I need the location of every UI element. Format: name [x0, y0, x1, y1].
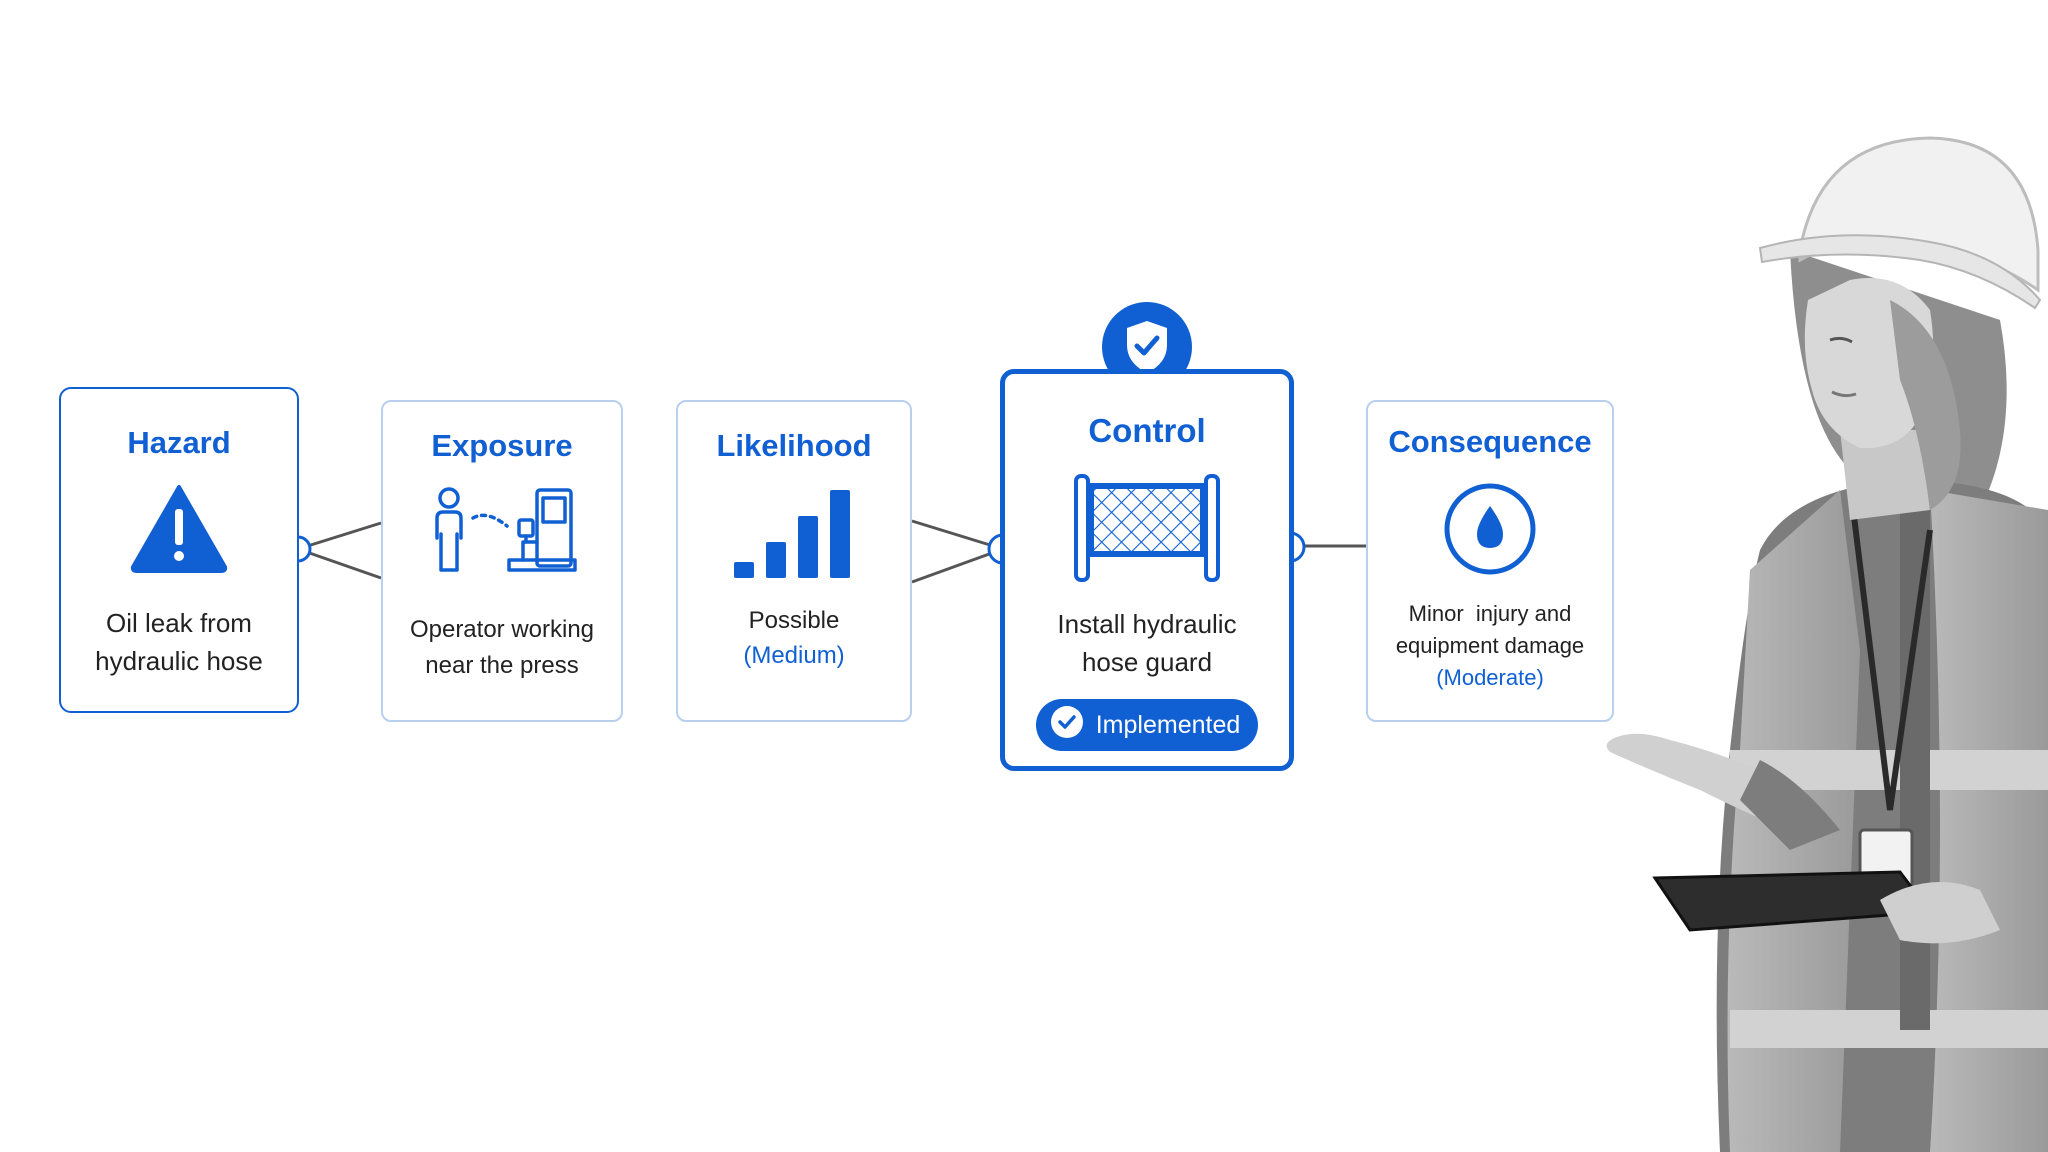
- implemented-status-pill: Implemented: [1035, 699, 1259, 752]
- exposure-text-line2: near the press: [425, 652, 579, 679]
- consequence-title: Consequence: [1388, 424, 1592, 459]
- warning-triangle-icon: [129, 483, 229, 573]
- signal-bars-icon: [732, 488, 856, 580]
- control-text-line1: Install hydraulic: [1057, 609, 1237, 639]
- hazard-card: Hazard Oil leak from hydraulic hose: [59, 387, 299, 713]
- safety-inspector-photo: [1606, 136, 2048, 1152]
- consequence-text-line1: Minor injury and: [1408, 601, 1572, 626]
- exposure-text-line1: Operator working: [409, 616, 595, 643]
- hazard-title: Hazard: [127, 425, 231, 460]
- likelihood-title: Likelihood: [716, 428, 872, 463]
- check-circle-icon: [1050, 705, 1084, 746]
- likelihood-rating: (Medium): [743, 641, 845, 669]
- hazard-text-line2: hydraulic hose: [95, 645, 263, 676]
- hazard-text-line1: Oil leak from: [106, 608, 252, 638]
- signal-bar: [766, 542, 786, 578]
- likelihood-text-line1: Possible: [748, 607, 840, 634]
- signal-bar: [798, 516, 818, 578]
- consequence-card: Consequence Minor injury and equipment d…: [1366, 400, 1614, 722]
- control-text-line2: hose guard: [1081, 646, 1213, 677]
- consequence-rating: (Moderate): [1436, 664, 1544, 690]
- exposure-title: Exposure: [431, 428, 573, 463]
- hose-guard-icon: [1072, 472, 1222, 582]
- operator-machine-icon: [427, 484, 577, 580]
- exposure-card: Exposure Operator working near the press: [381, 400, 623, 722]
- control-card: Control Install hydraulic hose guard Imp…: [1000, 369, 1294, 771]
- likelihood-card: Likelihood Possible (Medium): [676, 400, 912, 722]
- implemented-status-label: Implemented: [1095, 710, 1241, 739]
- control-title: Control: [1088, 412, 1206, 449]
- oil-drop-icon: [1443, 482, 1537, 576]
- signal-bar: [734, 562, 754, 578]
- signal-bar: [830, 490, 850, 578]
- consequence-text-line2: equipment damage: [1395, 632, 1585, 658]
